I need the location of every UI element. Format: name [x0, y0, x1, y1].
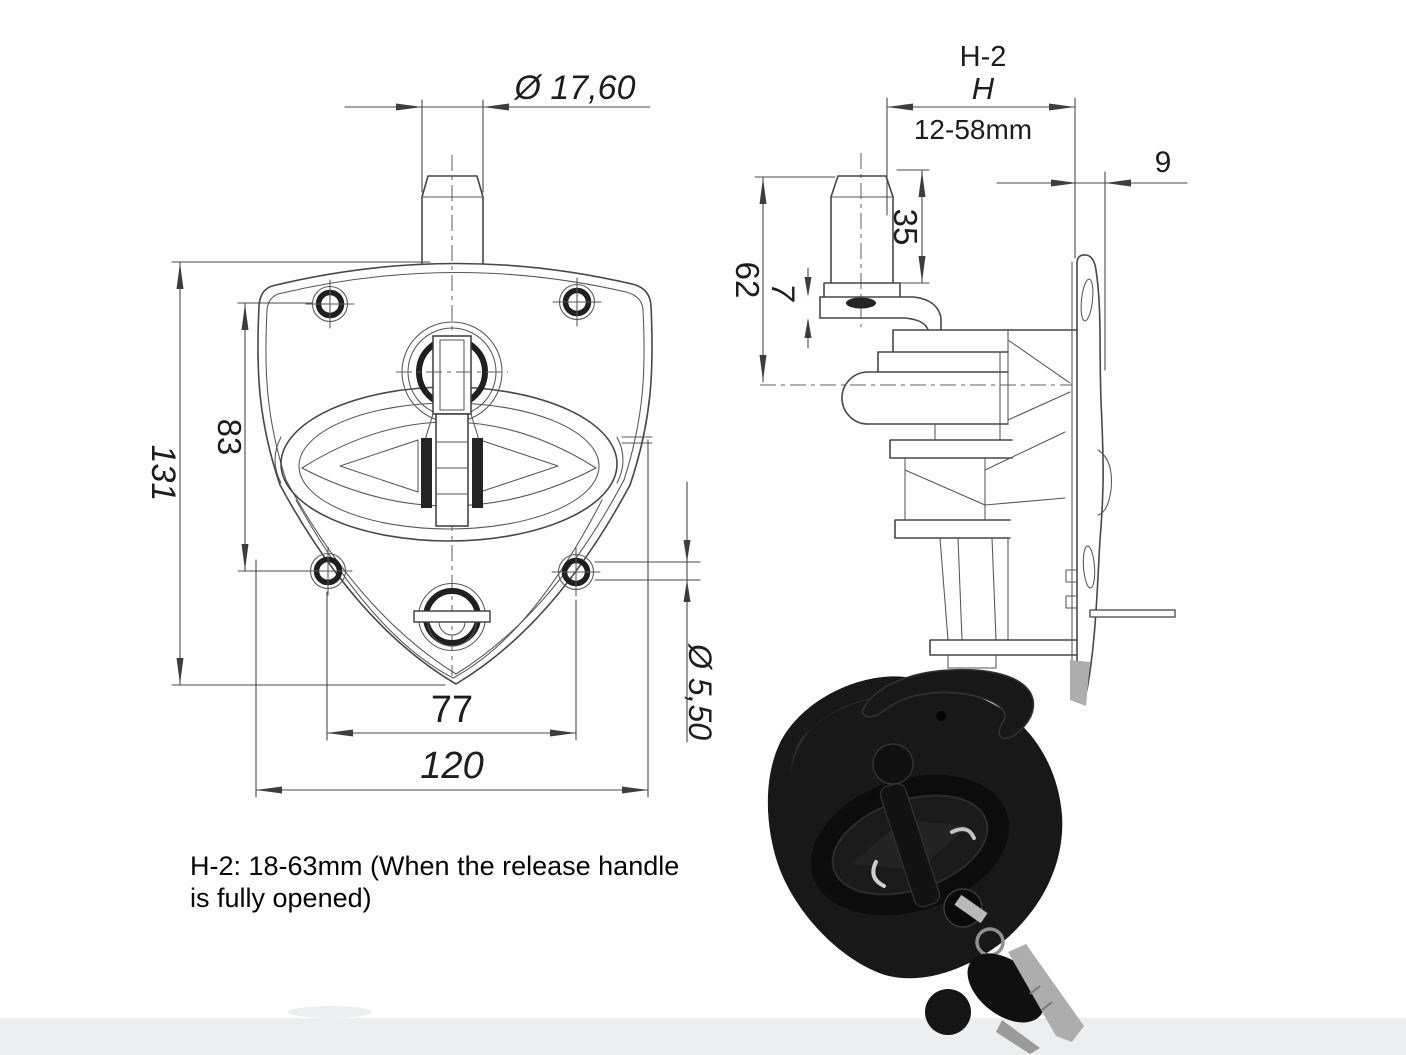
photo-metal-clip-right [950, 827, 976, 840]
photo-keys [925, 888, 1084, 1054]
screw-hole-top-left [305, 279, 355, 329]
photo-lock-boss [872, 743, 914, 785]
photo-key-blade-2 [996, 1020, 1040, 1054]
footnote-line1: H-2: 18-63mm (When the release handle [190, 851, 679, 881]
dim-hole-pitch-vertical: 83 [211, 419, 248, 456]
photo-metal-clip-left [871, 860, 886, 888]
front-body-outline [257, 262, 653, 685]
plate-slot-bottom [1082, 545, 1096, 589]
side-ball-detail [841, 371, 869, 425]
front-t-handle [421, 413, 483, 527]
dim-plate-offset: 9 [1155, 146, 1172, 179]
front-right-ear-arc [616, 436, 624, 484]
dim-bracket-thickness: 7 [765, 283, 801, 302]
plate-slot-top [1080, 278, 1094, 322]
front-dish-sweep-left [295, 499, 454, 679]
recess-left-triangle [339, 439, 419, 493]
front-dish-sweep-right [452, 499, 603, 679]
photo-hook-pivot [936, 711, 946, 721]
dim-overall-height: 131 [144, 445, 182, 502]
front-body-inner-line [265, 271, 645, 675]
side-view: H-2 H 12-58mm 9 62 7 35 [729, 41, 1188, 697]
photo-key-bow-inserted [954, 894, 988, 924]
front-oval-recess [280, 386, 618, 542]
dim-depth: 62 [729, 262, 766, 299]
front-key-cylinder [413, 582, 491, 652]
dim-mount-hole-diameter: Ø 5,50 [682, 643, 718, 740]
front-stem [421, 175, 484, 264]
photo-recess-group [810, 774, 1010, 916]
front-view: Ø 17,60 131 83 77 120 Ø 5 [144, 69, 718, 798]
front-right-ear-lines [621, 436, 653, 444]
dim-hole-pitch-horizontal: 77 [431, 689, 473, 731]
photo-smudge [288, 1006, 372, 1018]
front-screw-holes [303, 277, 602, 597]
photo-release-hook [861, 668, 1035, 740]
front-left-ear-arc [274, 436, 282, 484]
photo-key-fragment-top-right [1070, 660, 1090, 706]
dim-stem-diameter: Ø 17,60 [514, 69, 636, 107]
side-cam-cylinder [823, 175, 901, 309]
photo-t-handle [879, 782, 941, 908]
front-dimensions: Ø 17,60 131 83 77 120 Ø 5 [144, 69, 718, 798]
label-grip-code: H-2 [960, 41, 1007, 73]
dim-grip-range: 12-58mm [914, 114, 1032, 145]
side-mounting-plate [1065, 254, 1176, 697]
photo-recess-left-triangle [851, 828, 906, 869]
side-l-bracket [819, 296, 942, 331]
photo-key-blade [1008, 944, 1084, 1042]
side-rod [1089, 609, 1176, 618]
photo-key-teeth [1029, 985, 1053, 1011]
label-grip-var: H [972, 71, 995, 106]
screw-hole-bottom-right [551, 547, 601, 597]
footnote-line2: is fully opened) [190, 883, 372, 913]
side-latch-body [841, 329, 1078, 669]
plate-back-hook [1097, 449, 1112, 516]
product-photo [0, 660, 1406, 1055]
screw-hole-bottom-left [303, 546, 353, 596]
footnote: H-2: 18-63mm (When the release handle is… [190, 851, 679, 913]
recess-right-triangle [479, 439, 559, 493]
screw-hole-top-right [552, 277, 602, 327]
photo-key-fob-round [925, 989, 971, 1035]
dim-overall-width: 120 [420, 745, 483, 787]
photo-background-band [0, 1018, 1406, 1055]
side-dimensions: H-2 H 12-58mm 9 62 7 35 [729, 41, 1188, 383]
dim-cam-length: 35 [887, 209, 924, 246]
